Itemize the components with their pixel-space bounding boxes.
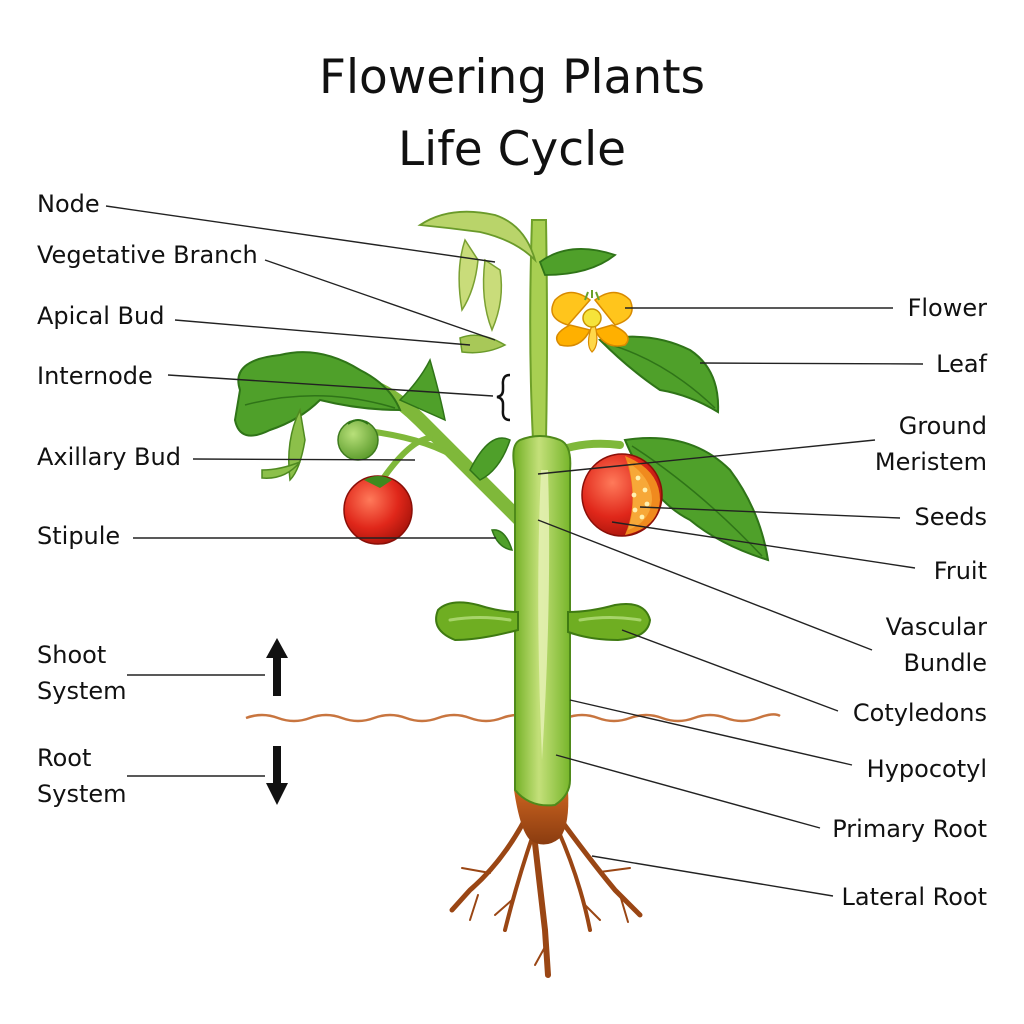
label-node: Node xyxy=(37,190,100,218)
label-cotyledons: Cotyledons xyxy=(852,699,987,727)
label-vegetative-branch: Vegetative Branch xyxy=(37,241,258,269)
upper-stem xyxy=(529,219,548,441)
top-leaf xyxy=(417,210,537,264)
label-apical-bud: Apical Bud xyxy=(37,302,165,330)
label-seeds: Seeds xyxy=(914,503,987,531)
root-arrow xyxy=(266,746,288,805)
label-vascular-bundle-line2: Bundle xyxy=(903,649,987,677)
label-vascular-bundle-line1: Vascular xyxy=(885,613,987,641)
label-axillary-bud: Axillary Bud xyxy=(37,443,181,471)
fruit-leaf xyxy=(623,437,770,562)
left-leaf xyxy=(233,351,402,437)
label-shoot-system-line2: System xyxy=(37,677,127,705)
title-line-2: Life Cycle xyxy=(397,122,627,177)
label-shoot-system-line1: Shoot xyxy=(37,641,107,669)
flower-shape xyxy=(551,290,633,353)
cotyledon-left xyxy=(435,601,519,642)
cotyledon-right xyxy=(567,603,652,642)
internode-bracket xyxy=(496,373,511,422)
label-leaf: Leaf xyxy=(936,350,987,378)
title-line-1: Flowering Plants xyxy=(318,50,706,105)
shoot-arrow xyxy=(266,638,288,696)
stipule-shape xyxy=(491,529,514,551)
label-hypocotyl: Hypocotyl xyxy=(866,755,987,783)
label-primary-root: Primary Root xyxy=(832,815,987,843)
label-ground-meristem-line2: Meristem xyxy=(874,448,987,476)
label-stipule: Stipule xyxy=(37,522,121,550)
cut-fruit xyxy=(581,453,663,537)
green-fruit xyxy=(337,419,379,461)
label-fruit: Fruit xyxy=(933,557,987,585)
label-flower: Flower xyxy=(907,294,987,322)
right-leaf xyxy=(597,335,720,414)
label-internode: Internode xyxy=(37,362,153,390)
label-root-system-line2: System xyxy=(37,780,127,808)
label-lateral-root: Lateral Root xyxy=(841,883,988,911)
soil-line xyxy=(245,713,781,723)
label-ground-meristem-line1: Ground xyxy=(898,412,987,440)
label-root-system-line1: Root xyxy=(37,744,92,772)
leader-lines xyxy=(105,205,924,897)
